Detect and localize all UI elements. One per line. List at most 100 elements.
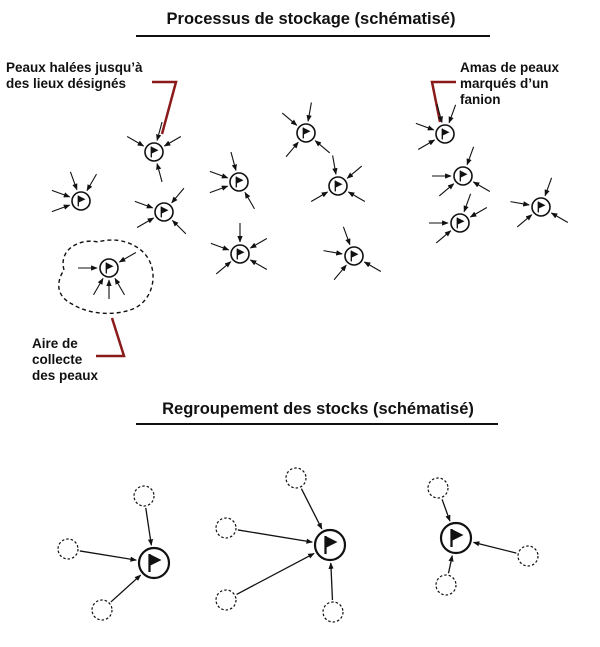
incoming-arrow [126,136,145,147]
dashed-circle-icon [215,589,237,611]
cache-4 [99,258,119,278]
incoming-arrow [215,261,232,275]
consolidation-arrow [472,541,517,554]
incoming-arrow [156,121,163,142]
dashed-circle-icon [285,467,307,489]
incoming-arrow [136,217,155,228]
incoming-arrow [417,139,436,150]
dashed-circle-icon [517,545,539,567]
flag-marker-icon [451,529,464,541]
incoming-arrow [516,214,533,228]
storage-process-caches [51,102,569,299]
flag-marker-icon [236,176,244,184]
consolidation-arrow [110,574,142,603]
consolidation-arrow [237,529,313,544]
incoming-arrow [156,162,163,183]
dashed-circle-icon [322,601,344,623]
flag-marker-icon [78,195,86,203]
incoming-arrow [438,183,455,197]
incoming-arrow [171,187,185,204]
dashed-circle-icon [91,599,113,621]
cache-12 [450,213,470,233]
cache-7 [296,123,316,143]
section1-title: Processus de stockage (schématisé) [167,10,456,28]
annotation-hauled: Peaux halées jusqu’à des lieux désignés [6,60,178,135]
dashed-circle-icon [133,485,155,507]
annotation-caches-line2: marqués d’un [460,76,549,91]
incoming-arrow [249,259,268,270]
consolidation-group-3 [427,477,539,596]
flag-marker-icon [457,217,465,225]
annotation-collection-leader [96,317,126,358]
cache-10 [435,124,455,144]
consolidation-arrow [300,488,323,530]
cache-13 [531,197,551,217]
cache-2 [144,142,164,162]
incoming-arrow [285,141,299,158]
incoming-arrow [306,102,312,122]
flag-marker-icon [460,170,468,178]
incoming-arrow [172,220,187,235]
incoming-arrow [51,204,71,213]
flag-marker-icon [538,201,546,209]
section2-title: Regroupement des stocks (schématisé) [162,400,474,418]
cache-consolidation-groups [57,467,539,623]
annotation-collection-line1: Aire de [32,336,78,351]
cache-1 [71,191,91,211]
consolidation-arrow [145,507,154,546]
incoming-arrow [310,191,329,202]
incoming-arrow [134,200,154,209]
incoming-arrow [114,277,125,296]
main-cache [137,546,171,580]
annotation-caches-leader [430,80,456,123]
incoming-arrow [332,155,338,175]
incoming-arrow [342,226,351,246]
flag-marker-icon [303,127,311,135]
incoming-arrow [435,230,452,244]
incoming-arrow [544,177,553,197]
annotation-collection-line3: des peaux [32,368,99,383]
incoming-arrow [463,193,472,213]
incoming-arrow [51,189,71,198]
consolidation-group-1 [57,485,171,621]
cache-8 [328,176,348,196]
incoming-arrow [314,140,331,154]
incoming-arrow [333,264,347,281]
annotation-collection: Aire de collecte des peaux [32,317,126,383]
cache-6 [230,244,250,264]
consolidation-arrow [236,552,315,595]
incoming-arrow [550,212,569,223]
incoming-arrow [118,252,137,263]
consolidation-group-2 [215,467,347,623]
annotation-caches: Amas de peaux marqués d’un fanion [430,60,560,123]
annotation-collection-line2: collecte [32,352,83,367]
flag-marker-icon [161,206,169,214]
dashed-circle-icon [215,517,237,539]
incoming-arrow [323,250,343,256]
incoming-arrow [249,238,268,249]
incoming-arrow [448,104,457,124]
collection-area-boundary [58,239,154,315]
flag-marker-icon [237,248,245,256]
incoming-arrow [436,103,443,124]
cache-5 [229,172,249,192]
dashed-circle-icon [435,574,457,596]
incoming-arrow [346,165,363,179]
main-cache [313,528,347,562]
incoming-arrow [510,201,530,207]
incoming-arrow [415,122,435,131]
cache-3 [154,202,174,222]
annotation-caches-line1: Amas de peaux [460,60,560,75]
incoming-arrow [163,136,182,147]
incoming-arrow [86,173,97,192]
incoming-arrow [209,170,229,179]
flag-marker-icon [151,146,159,154]
flag-marker-icon [442,128,450,136]
incoming-arrow [93,277,104,296]
annotation-hauled-line1: Peaux halées jusqu’à [6,60,143,75]
cache-9 [344,246,364,266]
incoming-arrow [244,191,255,210]
flag-marker-icon [106,262,114,270]
consolidation-arrow [79,550,137,562]
